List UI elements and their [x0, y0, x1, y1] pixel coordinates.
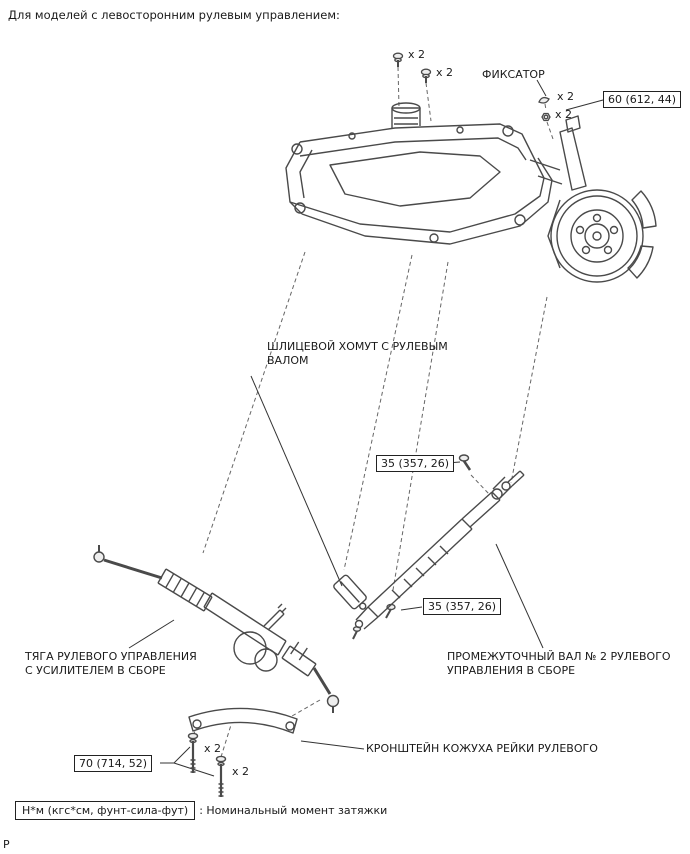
x2-marker-bracket-bolt-2: x 2 — [232, 765, 250, 778]
callout-leader-lines — [128, 79, 604, 777]
spline-clamp-drawing — [333, 574, 396, 640]
torque-spec-70: 70 (714, 52) — [74, 755, 153, 773]
torque-legend-description: : Номинальный момент затяжки — [199, 804, 388, 817]
x2-marker-upper-bolt-2: x 2 — [436, 66, 454, 79]
torque-unit-box: Н*м (кгс*см, фунт-сила-фут) — [15, 801, 196, 820]
knuckle-brake-disc-drawing — [547, 115, 657, 283]
front-subframe-drawing — [285, 102, 563, 245]
label-bracket: КРОНШТЕЙН КОЖУХА РЕЙКИ РУЛЕВОГО — [366, 742, 598, 755]
upper-fasteners-drawing — [392, 52, 551, 122]
x2-marker-bracket-bolt-1: x 2 — [204, 742, 222, 755]
label-spline-clamp: ШЛИЦЕВОЙ ХОМУТ С РУЛЕВЫМ ВАЛОМ — [267, 340, 448, 368]
intermediate-shaft-drawing — [354, 454, 525, 630]
rack-bracket-drawing — [187, 707, 298, 797]
x2-marker-clip: x 2 — [557, 90, 575, 103]
torque-spec-35-lower: 35 (357, 26) — [423, 598, 502, 616]
steering-rack-drawing — [93, 545, 340, 713]
label-steering-link: ТЯГА РУЛЕВОГО УПРАВЛЕНИЯ С УСИЛИТЕЛЕМ В … — [25, 650, 197, 678]
torque-legend: Н*м (кгс*см, фунт-сила-фут) : Номинальны… — [15, 801, 387, 820]
label-retainer: ФИКСАТОР — [482, 68, 545, 81]
retainer-clip-icon — [538, 96, 550, 104]
torque-spec-35-upper: 35 (357, 26) — [376, 455, 455, 473]
x2-marker-nut: x 2 — [555, 108, 573, 121]
page-marker-letter: P — [3, 838, 10, 851]
torque-spec-60: 60 (612, 44) — [603, 91, 682, 109]
header-note: Для моделей с левосторонним рулевым упра… — [8, 8, 340, 22]
x2-marker-upper-bolt-1: x 2 — [408, 48, 426, 61]
label-intermediate-shaft: ПРОМЕЖУТОЧНЫЙ ВАЛ № 2 РУЛЕВОГО УПРАВЛЕНИ… — [447, 650, 671, 678]
